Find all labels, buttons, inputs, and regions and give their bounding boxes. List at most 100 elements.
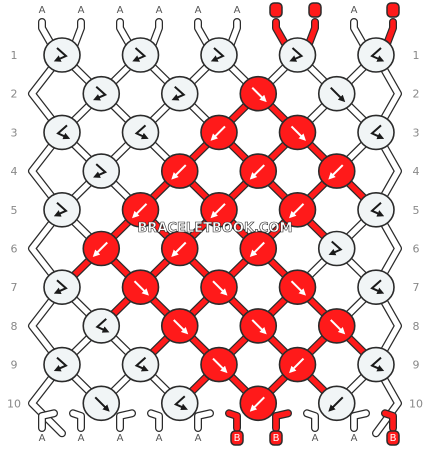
top-string-fill	[195, 19, 213, 52]
top-string-cap	[269, 2, 283, 18]
knot	[121, 37, 160, 73]
knot	[82, 153, 121, 189]
backward-knot-arrow-icon	[289, 203, 305, 219]
knot	[357, 346, 395, 383]
backward-knot-arrow-icon	[249, 164, 265, 180]
row-label-right: 9	[413, 359, 420, 372]
row-label-right: 8	[413, 320, 420, 333]
forward-knot-arrow-icon	[173, 319, 189, 335]
forward-knot-arrow-icon	[330, 86, 346, 103]
bottom-string-label: B	[390, 433, 397, 444]
bottom-string-label: A	[39, 433, 46, 444]
backward-knot-arrow-icon	[249, 241, 265, 257]
backward-knot-arrow-icon	[132, 203, 148, 219]
backward-forward-knot-icon	[370, 47, 385, 62]
forward-backward-knot-icon	[289, 47, 304, 62]
forward-backward-knot-icon	[53, 47, 68, 62]
bottom-string-label: A	[117, 433, 124, 444]
forward-knot-arrow-icon	[290, 280, 306, 296]
knot	[357, 37, 395, 73]
row-label-left: 8	[11, 320, 18, 333]
knot-layer	[43, 37, 395, 422]
forward-knot-arrow-icon	[330, 319, 346, 335]
backward-knot-arrow-icon	[210, 125, 226, 141]
knot	[43, 37, 81, 73]
bottom-string-fill	[382, 410, 396, 431]
forward-backward-knot-icon	[328, 240, 343, 256]
knot	[160, 75, 199, 112]
bottom-string-label: B	[234, 433, 241, 444]
top-string-fill	[351, 19, 369, 52]
forward-backward-knot-icon	[93, 85, 108, 101]
knot	[160, 385, 199, 422]
row-label-left: 6	[11, 243, 18, 256]
top-string-label: A	[78, 5, 85, 16]
row-label-right: 3	[413, 126, 420, 139]
top-string-label: A	[234, 5, 241, 16]
forward-backward-knot-icon	[210, 47, 225, 62]
forward-knot-arrow-icon	[212, 357, 228, 374]
row-label-right: 7	[413, 281, 420, 294]
backward-forward-knot-icon	[173, 395, 188, 411]
forward-knot-arrow-icon	[290, 125, 306, 141]
bottom-string-fill	[39, 410, 57, 431]
label-layer: AAAAAABBABAAAAABBAAB11223344556677889910…	[7, 2, 423, 446]
backward-knot-arrow-icon	[92, 241, 108, 257]
forward-knot-arrow-icon	[251, 86, 267, 103]
row-label-right: 1	[413, 49, 420, 62]
top-string-fill	[273, 19, 291, 52]
knot	[43, 269, 81, 306]
knot	[278, 37, 317, 73]
backward-forward-knot-icon	[56, 124, 71, 140]
forward-backward-knot-icon	[93, 163, 108, 178]
row-label-left: 5	[11, 204, 18, 217]
bottom-string-label: A	[156, 433, 163, 444]
row-label-right: 10	[409, 397, 423, 410]
bottom-string-fill	[70, 410, 84, 431]
backward-knot-arrow-icon	[328, 164, 344, 180]
row-label-right: 2	[413, 88, 420, 101]
backward-forward-knot-icon	[134, 356, 149, 372]
forward-backward-knot-icon	[171, 85, 186, 101]
top-string-cap	[386, 2, 400, 18]
backward-forward-knot-icon	[370, 202, 385, 217]
bottom-string-fill	[304, 410, 318, 431]
forward-knot-arrow-icon	[251, 319, 267, 335]
backward-forward-knot-icon	[134, 124, 149, 140]
backward-knot-arrow-icon	[328, 396, 344, 412]
top-string-label: A	[39, 5, 46, 16]
knot	[357, 192, 395, 228]
backward-forward-knot-icon	[370, 124, 385, 140]
row-label-right: 6	[413, 243, 420, 256]
backward-knot-arrow-icon	[289, 357, 305, 374]
bottom-string-cap	[269, 430, 283, 446]
knot	[317, 230, 356, 267]
forward-backward-knot-icon	[53, 202, 68, 217]
bottom-string-fill	[195, 410, 213, 431]
forward-backward-knot-icon	[53, 356, 68, 372]
row-label-right: 4	[413, 165, 420, 178]
forward-backward-knot-icon	[53, 279, 68, 294]
bottom-string-fill	[351, 410, 369, 431]
row-label-left: 10	[7, 397, 21, 410]
knot	[357, 269, 395, 306]
knot	[43, 346, 81, 383]
bottom-string-cap	[230, 430, 244, 446]
bottom-string-label: A	[195, 433, 202, 444]
bottom-string-fill	[148, 410, 162, 431]
bottom-string-label: A	[78, 433, 85, 444]
backward-forward-knot-icon	[95, 318, 110, 333]
knot	[82, 308, 121, 344]
bottom-string-fill	[226, 410, 240, 431]
top-string-label: A	[156, 5, 163, 16]
top-string-cap	[308, 2, 322, 18]
top-string-label: A	[195, 5, 202, 16]
knot	[200, 37, 238, 73]
forward-knot-arrow-icon	[94, 396, 110, 412]
row-label-right: 5	[413, 204, 420, 217]
row-label-left: 2	[11, 88, 18, 101]
row-label-left: 3	[11, 126, 18, 139]
forward-knot-arrow-icon	[212, 280, 228, 296]
knot	[121, 114, 160, 151]
